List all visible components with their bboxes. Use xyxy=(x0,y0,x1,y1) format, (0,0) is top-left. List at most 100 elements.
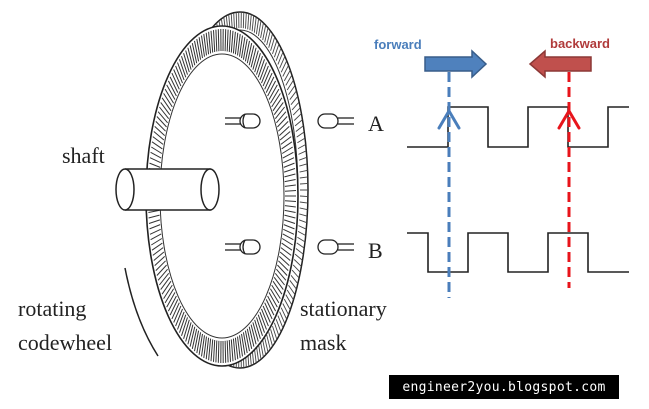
codewheel-tick xyxy=(272,97,283,112)
codewheel-tick xyxy=(183,53,190,73)
backward-arrow-icon xyxy=(528,49,592,79)
codewheel-tick xyxy=(284,209,296,213)
codewheel-tick xyxy=(296,131,305,138)
codewheel-tick xyxy=(284,173,296,178)
codewheel-tick xyxy=(171,302,180,320)
codewheel-tick xyxy=(271,284,281,299)
codewheel-tick xyxy=(275,319,282,333)
codewheel-tick xyxy=(154,256,166,266)
codewheel-tick xyxy=(268,332,273,347)
codewheel-tick xyxy=(237,336,241,358)
codewheel-tick xyxy=(279,131,291,141)
codewheel-tick xyxy=(155,121,166,132)
codewheel-tick xyxy=(273,102,284,115)
codewheel-tick xyxy=(264,72,273,90)
codewheel-tick xyxy=(156,264,167,276)
codewheel-tick xyxy=(151,141,163,150)
codewheel-tick xyxy=(280,307,288,320)
codewheel-tick xyxy=(189,45,196,66)
codewheel-tick xyxy=(298,219,307,224)
codewheel-tick xyxy=(294,119,303,127)
codewheel-tick xyxy=(253,17,257,33)
codewheel-tick xyxy=(234,337,239,360)
rotation-arrow-icon xyxy=(124,267,159,357)
codewheel-tick xyxy=(286,79,294,91)
codewheel-tick xyxy=(271,93,281,108)
codewheel-tick xyxy=(203,336,207,358)
codewheel-tick xyxy=(252,50,259,70)
codewheel-tick xyxy=(152,136,164,145)
codewheel-tick xyxy=(284,205,296,208)
codewheel-tick xyxy=(161,280,172,295)
codewheel-tick xyxy=(266,334,271,350)
codewheel-tick xyxy=(283,162,295,168)
codewheel-tick xyxy=(279,311,286,324)
codewheel-tick xyxy=(281,146,293,154)
codewheel-tick xyxy=(187,47,194,68)
codewheel-tick xyxy=(299,182,308,185)
codewheel-tick xyxy=(299,201,308,204)
codewheel-tick xyxy=(284,179,296,183)
codewheel-tick xyxy=(198,333,203,355)
codewheel-tick xyxy=(276,268,287,281)
codewheel-tick xyxy=(284,184,296,187)
codewheel-tick xyxy=(272,325,278,340)
codewheel-tick xyxy=(153,251,165,261)
codewheel-tick xyxy=(152,247,164,256)
codewheel-tick xyxy=(281,141,293,150)
codewheel-tick xyxy=(273,277,284,290)
codewheel-tick xyxy=(283,168,296,173)
codewheel-tick xyxy=(280,247,292,256)
codewheel-tick xyxy=(279,56,286,69)
channel-b-label: B xyxy=(368,238,383,263)
codewheel-tick xyxy=(264,337,269,353)
codewheel-tick xyxy=(201,335,205,357)
codewheel-tick xyxy=(288,284,296,295)
codewheel-tick xyxy=(157,111,168,124)
codewheel-tick xyxy=(208,338,212,361)
codewheel-tick xyxy=(281,238,293,246)
stationary-label: stationary xyxy=(300,296,387,321)
codewheel-tick xyxy=(245,12,247,29)
codewheel-tick xyxy=(166,292,176,308)
codewheel-tick xyxy=(160,277,171,290)
codewheel-tick xyxy=(249,14,252,31)
codewheel-tick xyxy=(265,299,275,316)
codewheel-tick xyxy=(181,56,188,75)
detector-a xyxy=(317,113,354,129)
codewheel-tick xyxy=(257,314,265,333)
codewheel-tick xyxy=(277,264,288,276)
codewheel-tick xyxy=(213,339,216,362)
codewheel-tick xyxy=(151,238,163,246)
codewheel-tick xyxy=(210,339,214,362)
codewheel-tick xyxy=(230,339,234,362)
codewheel-tick xyxy=(242,12,245,29)
codewheel-tick xyxy=(267,80,277,97)
codewheel-tick xyxy=(262,25,267,41)
codewheel-tick xyxy=(247,13,250,30)
codewheel-tick xyxy=(235,12,238,29)
codewheel-tick xyxy=(210,30,214,53)
codewheel-tick xyxy=(256,317,263,336)
codewheel-tick xyxy=(189,326,196,347)
codewheel-tick xyxy=(149,228,161,235)
codewheel-tick xyxy=(290,96,299,105)
waveform-b xyxy=(407,232,629,273)
codewheel-tick xyxy=(242,332,248,354)
codewheel-tick xyxy=(277,116,288,128)
codewheel-tick xyxy=(283,224,295,230)
codewheel-tick xyxy=(169,76,179,93)
codewheel-tick xyxy=(259,62,267,81)
codewheel-tick xyxy=(261,308,269,327)
codewheel-tick xyxy=(185,322,192,342)
codewheel-tick xyxy=(279,251,291,261)
codewheel-tick xyxy=(233,12,235,29)
codewheel-tick xyxy=(273,322,280,337)
codewheel-tick xyxy=(244,330,250,352)
codewheel-tick xyxy=(257,59,265,78)
codewheel-tick xyxy=(297,144,306,149)
codewheel-tick xyxy=(148,214,160,219)
codewheel-tick xyxy=(234,32,239,55)
codewheel-tick xyxy=(288,85,296,96)
